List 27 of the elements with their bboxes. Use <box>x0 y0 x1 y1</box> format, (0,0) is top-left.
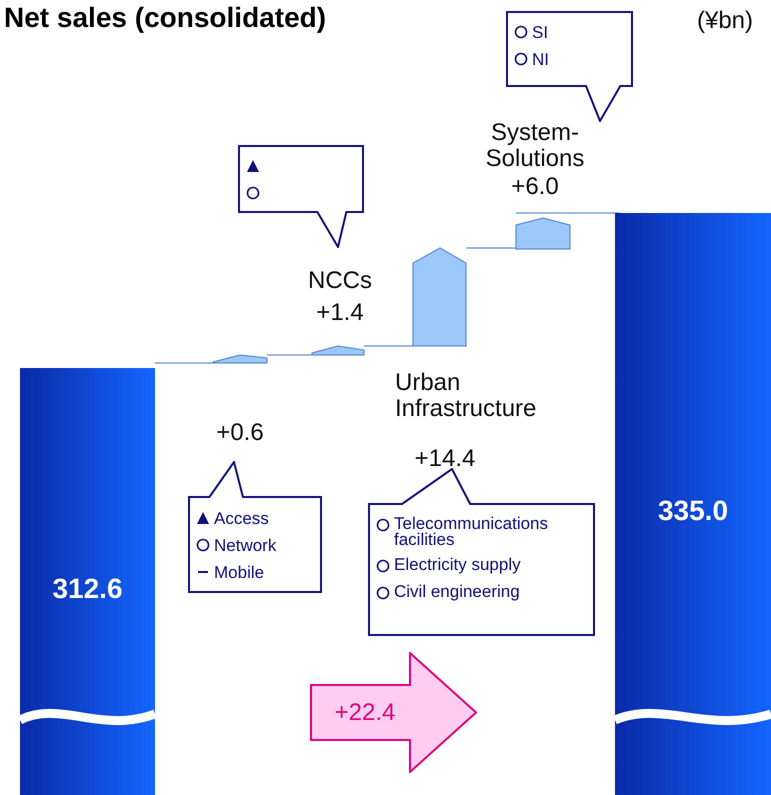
block-arrow <box>310 652 477 773</box>
change-label: +22.4 <box>334 699 396 727</box>
value-label: +0.6 <box>215 420 265 446</box>
value-label: +1.4 <box>315 300 365 326</box>
value-label: 312.6 <box>51 573 124 605</box>
callout-bubble <box>506 11 633 122</box>
category-label: System- Solutions <box>484 120 586 172</box>
value-label: 335.0 <box>656 495 730 527</box>
value-label: +14.4 <box>414 446 476 472</box>
callout-bubble <box>188 461 322 593</box>
value-label: +6.0 <box>510 174 560 200</box>
callout-item: NI <box>532 50 549 69</box>
callout-item: Mobile <box>214 563 264 582</box>
callout-item: SI <box>532 23 548 42</box>
category-label: NCCs <box>307 268 373 294</box>
callout-item: Civil engineering <box>394 584 521 600</box>
callout-item: Network <box>214 536 276 555</box>
category-label: Urban Infrastructure <box>395 370 538 422</box>
callout-item: Electricity supply <box>394 557 522 573</box>
callout-bubble <box>238 145 364 248</box>
callout-item: Telecommunications facilities <box>394 516 550 548</box>
chart-title: Net sales (consolidated) <box>4 2 326 34</box>
callout-item: Access <box>214 509 269 528</box>
unit-label: (¥bn) <box>696 8 754 34</box>
end-value-bar <box>615 213 771 795</box>
callout-bubble <box>368 468 595 636</box>
start-value-bar <box>20 368 155 795</box>
